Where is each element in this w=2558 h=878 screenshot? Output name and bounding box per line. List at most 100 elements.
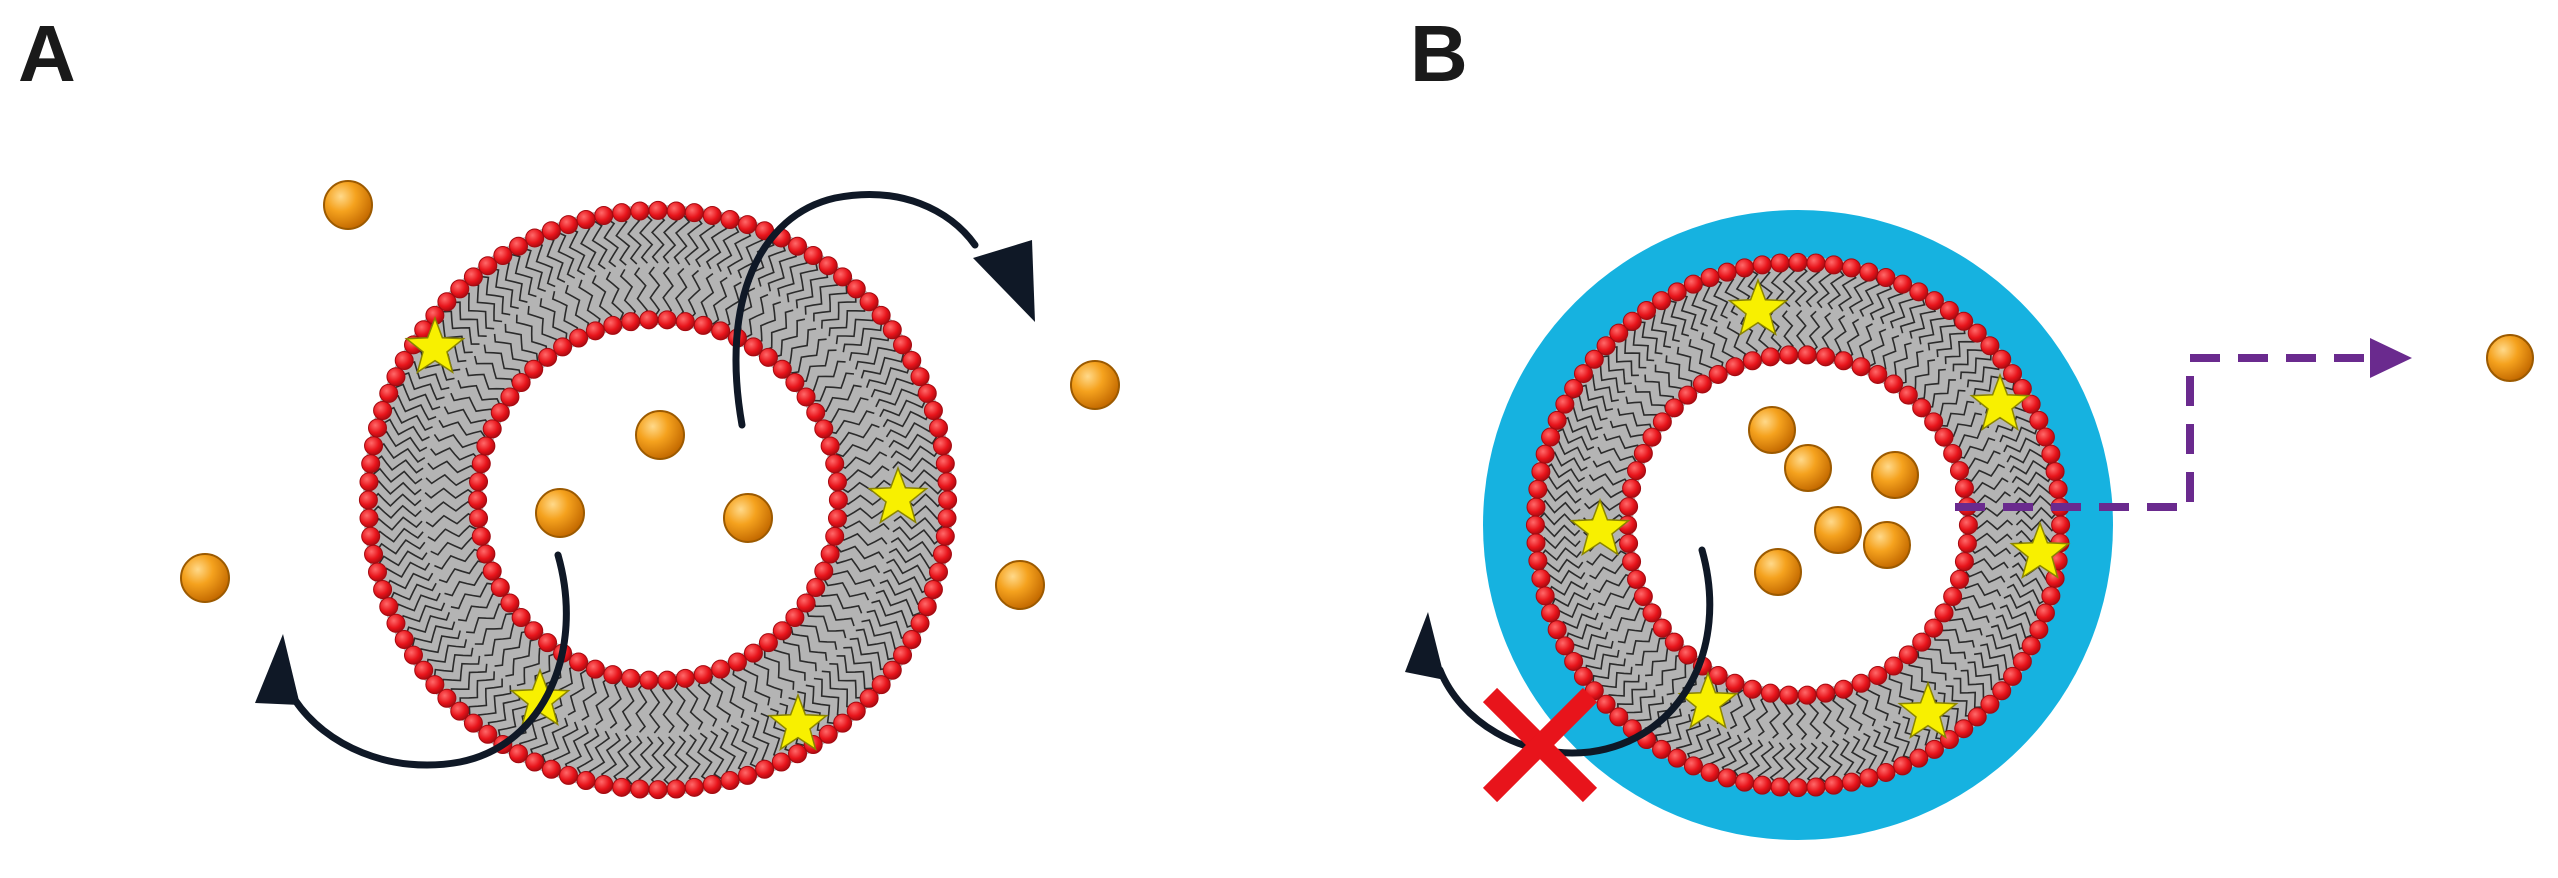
lipid-tail [627,214,642,265]
lipid-tail [1626,628,1659,655]
lipid-tail [875,387,922,408]
lipid-tail [564,284,590,331]
lipid-tail [1592,460,1633,474]
lipid-tail [791,338,827,374]
lipid-tail [1665,714,1692,750]
lipid-tail [1805,265,1821,308]
lipid-tail [1952,424,1990,448]
lipid-head [1834,351,1854,371]
lipid-tail [687,269,701,320]
lipid-tail [719,727,736,777]
lipid-head [1752,775,1772,795]
lipid-tail [1637,321,1663,355]
lipid-tail [1808,310,1821,353]
lipid-head [1876,762,1896,782]
lipid-tail [823,397,869,423]
lipid-head [386,613,406,633]
lipid-tail [882,410,931,428]
lipid-head [2021,636,2041,656]
lipid-tail [1834,315,1847,356]
lipid-tail [619,268,637,319]
lipid-head [2021,394,2041,414]
lipid-tail [648,266,661,317]
lipid-tail [533,241,556,288]
lipid-tail [595,676,610,726]
lipid-tail [1539,499,1581,515]
lipid-head [1924,618,1944,638]
lipid-tail [839,520,890,533]
lipid-tail [841,507,892,520]
lipid-head [1924,739,1944,759]
lipid-tail [1828,740,1843,782]
lipid-head [463,713,483,733]
bilayer-membrane-b [1525,252,2071,798]
bilayer-a-lipid-heads [358,200,958,800]
lipid-head [414,660,434,680]
lipid-head [820,436,840,456]
lipid-tail [539,298,568,341]
lipid-head [1541,427,1561,447]
lipid-tail [1889,291,1915,329]
lipid-head [1555,636,1575,656]
lipid-head [806,402,826,422]
lipid-tail [1690,288,1708,327]
lipid-tail [1713,279,1729,319]
arrow-head-top [973,240,1035,322]
lipid-tail [760,712,783,759]
lipid-tail [697,732,713,783]
lipid-tail [1952,342,1984,372]
lipid-head [2035,427,2055,447]
lipid-tail [1889,342,1912,379]
lipid-head [358,490,378,510]
lipid-head [1619,533,1639,553]
lipid-head [1884,374,1904,394]
lipid-tail [588,730,611,780]
lipid-tail [1729,689,1744,730]
lipid-tail [875,589,922,617]
panel-b-coated-liposome [1405,210,2534,840]
lipid-head [469,508,489,528]
lipid-tail [1618,337,1647,369]
lipid-tail [591,275,613,323]
lipid-head [1954,719,1974,739]
lipid-head [1735,772,1755,792]
lipid-head [737,765,757,785]
lipid-head [743,643,763,663]
lipid-head [932,436,952,456]
lipid-tail [795,268,829,309]
lipid-tail [740,721,759,769]
lipid-head [1909,748,1929,768]
lipid-tail [442,310,480,345]
lipid-head [559,215,579,235]
lipid-head [2041,586,2061,606]
lipid-tail [1675,719,1702,756]
lipid-tail [750,717,771,764]
lipid-head [871,675,891,695]
lipid-tail [1953,677,1983,709]
lipid-head [1547,410,1567,430]
lipid-head [932,544,952,564]
lipid-tail [371,492,422,508]
lipid-tail [564,725,590,773]
lipid-tail [1936,325,1966,358]
star-markers-b [1569,277,2071,740]
lipid-head [1573,364,1593,384]
lipid-tail [835,545,885,560]
lipid-tail [580,223,597,273]
lipid-tail [838,532,888,547]
lipid-tail [836,655,874,690]
lipid-tail [459,671,495,707]
lipid-tail [773,642,806,681]
lipid-head [1924,291,1944,311]
lipid-head [1949,461,1969,481]
lipid-tail [1547,580,1588,596]
lipid-tail [1627,329,1655,362]
lipid-tail [1584,649,1620,674]
lipid-tail [1933,389,1966,417]
lipid-tail [1899,350,1924,385]
lipid-tail [2003,594,2043,617]
lipid-head [1912,632,1932,652]
lipid-tail [790,626,828,661]
lipid-head [361,454,381,474]
